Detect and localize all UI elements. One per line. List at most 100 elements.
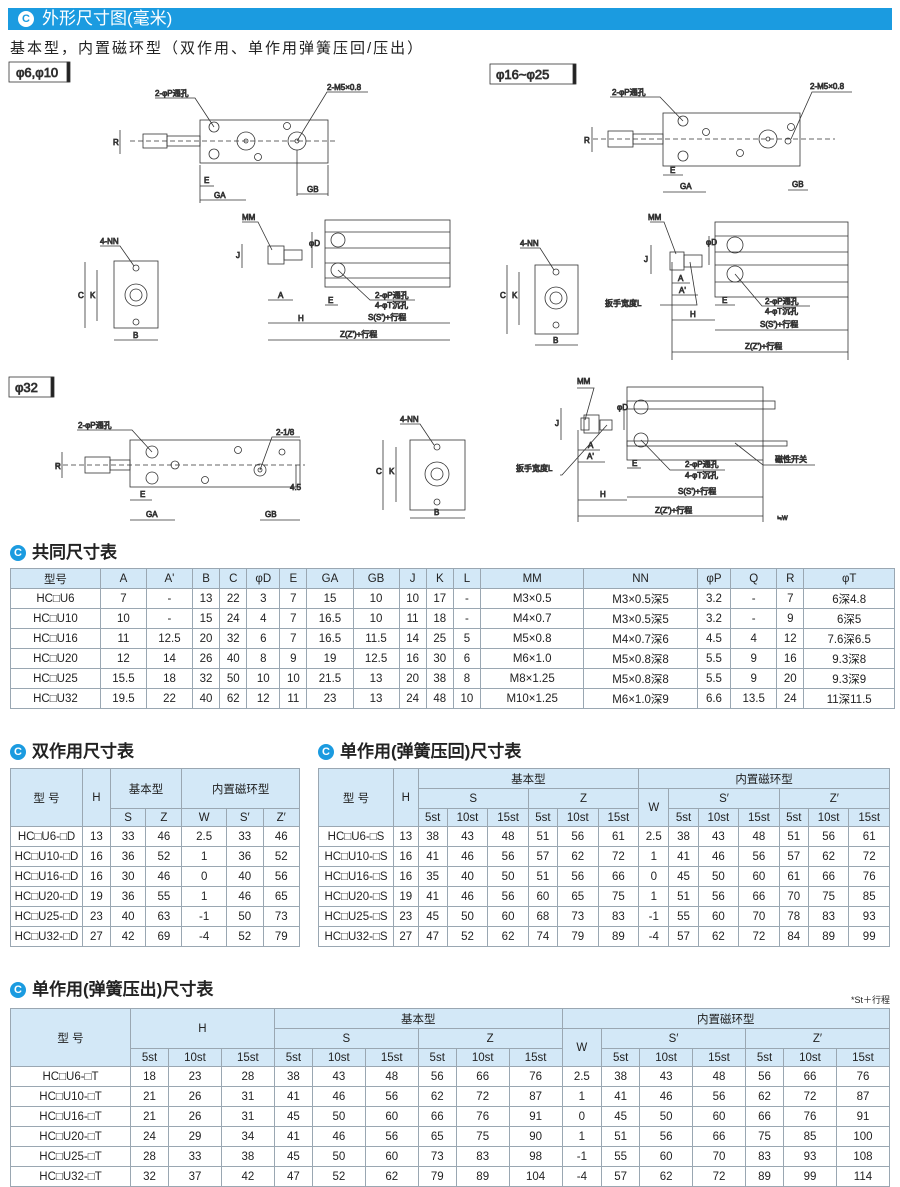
drawing-label: H — [298, 314, 304, 323]
drawing-label: φ32 — [15, 380, 38, 395]
section-c-icon: C — [10, 982, 26, 998]
value-cell: M8×1.25 — [480, 668, 585, 689]
value-cell: 16 — [393, 846, 419, 867]
value-cell: 52 — [311, 1166, 366, 1187]
drawing-label: Z(Z')+行程 — [340, 329, 377, 339]
drawing-label: C — [500, 291, 506, 300]
model-cell: HC□U25-□T — [10, 1146, 131, 1167]
value-cell: 31 — [220, 1106, 275, 1127]
drawing-label: H — [600, 490, 606, 499]
value-cell: 83 — [744, 1146, 785, 1167]
drawing-subtitle: 基本型，内置磁环型（双作用、单作用弹簧压回/压出） — [10, 40, 425, 57]
value-cell: 0 — [561, 1106, 603, 1127]
column-header-basic: 基本型 — [273, 1008, 563, 1029]
value-cell: 23 — [306, 688, 354, 709]
model-cell: HC□U16-□S — [318, 866, 394, 887]
value-cell: 10 — [279, 668, 308, 689]
value-cell: 62 — [364, 1166, 419, 1187]
drawing-label: A' — [587, 452, 594, 461]
value-cell: 7 — [99, 588, 147, 609]
value-cell: 62 — [557, 846, 599, 867]
column-header: MM — [480, 568, 585, 589]
value-cell: 24 — [398, 688, 427, 709]
value-cell: 1 — [181, 846, 228, 867]
value-cell: 51 — [778, 826, 809, 847]
stroke-header: 5st — [417, 808, 448, 827]
section-c-icon: C — [18, 11, 34, 27]
value-cell: 5.5 — [696, 668, 732, 689]
column-header: A' — [145, 568, 193, 589]
value-cell: 43 — [639, 1066, 694, 1087]
model-cell: HC□U16-□T — [10, 1106, 131, 1127]
model-cell: HC□U20-□D — [10, 886, 83, 907]
value-cell: 33 — [168, 1146, 222, 1167]
value-cell: 84 — [778, 926, 809, 947]
drawing-label: E — [670, 166, 675, 175]
value-cell: M10×1.25 — [480, 688, 585, 709]
value-cell: 38 — [220, 1146, 275, 1167]
drawing-label: 4.5 — [290, 483, 302, 492]
stroke-header: 5st — [417, 1048, 457, 1067]
value-cell: 85 — [848, 886, 890, 907]
value-cell: 46 — [311, 1126, 366, 1147]
value-cell: 25 — [425, 628, 454, 649]
value-cell: - — [452, 588, 482, 609]
drawing-label: E — [140, 490, 145, 499]
column-header-s-prime: S′ — [668, 788, 780, 809]
column-header: GB — [352, 568, 400, 589]
value-cell: M6×1.0 — [480, 648, 585, 669]
value-cell: 18 — [145, 668, 193, 689]
model-cell: HC□U6-□S — [318, 826, 394, 847]
drawing-label: E — [632, 459, 637, 468]
value-cell: 20 — [398, 668, 427, 689]
value-cell: 37 — [168, 1166, 222, 1187]
drawing-label: S(S')+行程 — [368, 312, 406, 322]
value-cell: 56 — [262, 866, 300, 887]
drawing-label: R — [584, 136, 590, 145]
value-cell: 56 — [738, 846, 780, 867]
value-cell: 51 — [527, 826, 559, 847]
value-cell: 69 — [145, 926, 183, 947]
drawing-tag: φ6,φ10 — [16, 65, 58, 80]
value-cell: 50 — [226, 906, 264, 927]
column-header-model: 型 号 — [10, 768, 83, 827]
section-c-icon: C — [10, 744, 26, 760]
value-cell: 0 — [638, 866, 670, 887]
value-cell: 9.3深8 — [803, 648, 895, 669]
column-header: GA — [306, 568, 354, 589]
column-header-basic: 基本型 — [109, 768, 183, 809]
value-cell: 89 — [455, 1166, 510, 1187]
value-cell: - — [730, 588, 778, 609]
section-c-icon: C — [318, 744, 334, 760]
value-cell: 73 — [262, 906, 300, 927]
value-cell: 22 — [219, 588, 248, 609]
column-header: Z — [145, 808, 183, 827]
value-cell: 91 — [508, 1106, 563, 1127]
value-cell: 57 — [668, 926, 699, 947]
stroke-header: 15st — [848, 808, 890, 827]
value-cell: 61 — [778, 866, 809, 887]
value-cell: 2.5 — [181, 826, 228, 847]
drawing-label: A — [588, 441, 594, 450]
model-cell: HC□U6 — [10, 588, 101, 609]
value-cell: 10 — [452, 688, 482, 709]
value-cell: 76 — [508, 1066, 563, 1087]
column-header-w: W — [638, 788, 670, 827]
value-cell: 41 — [668, 846, 699, 867]
value-cell: 6深4.8 — [803, 588, 895, 609]
stroke-header: 10st — [697, 808, 740, 827]
value-cell: 89 — [807, 926, 850, 947]
model-cell: HC□U16-□D — [10, 866, 83, 887]
value-cell: 12.5 — [145, 628, 193, 649]
value-cell: 60 — [697, 906, 740, 927]
value-cell: 48 — [738, 826, 780, 847]
value-cell: 10 — [352, 588, 400, 609]
column-header: Q — [730, 568, 778, 589]
stroke-note: *St＋行程 — [850, 995, 890, 1005]
value-cell: 60 — [487, 906, 529, 927]
value-cell: 40 — [219, 648, 248, 669]
drawing-label: 2-M5×0.8 — [810, 82, 845, 91]
